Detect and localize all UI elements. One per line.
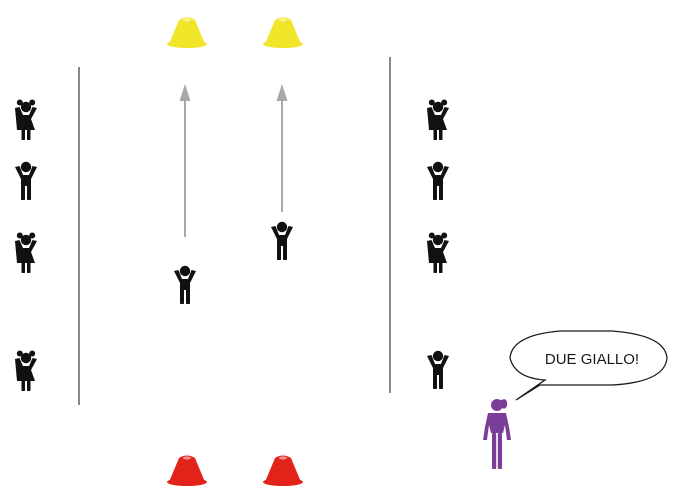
boy-icon <box>427 162 449 200</box>
girl-icon <box>427 100 449 141</box>
speech-bubble: DUE GIALLO! <box>510 331 667 400</box>
girl-icon <box>15 233 37 274</box>
red-cone-icon <box>167 456 207 487</box>
yellow-cone-icon <box>263 18 303 49</box>
yellow-cone-icon <box>167 18 207 49</box>
boy-icon <box>174 266 196 304</box>
boy-icon <box>271 222 293 260</box>
boy-icon <box>427 351 449 389</box>
girl-icon <box>427 233 449 274</box>
speech-bubble-text: DUE GIALLO! <box>545 351 639 368</box>
girl-icon <box>15 351 37 392</box>
red-cone-icon <box>263 456 303 487</box>
arrow-up-icon <box>180 84 191 237</box>
arrow-up-icon <box>277 84 288 212</box>
girl-icon <box>15 100 37 141</box>
teacher-icon <box>483 399 511 469</box>
boy-icon <box>15 162 37 200</box>
